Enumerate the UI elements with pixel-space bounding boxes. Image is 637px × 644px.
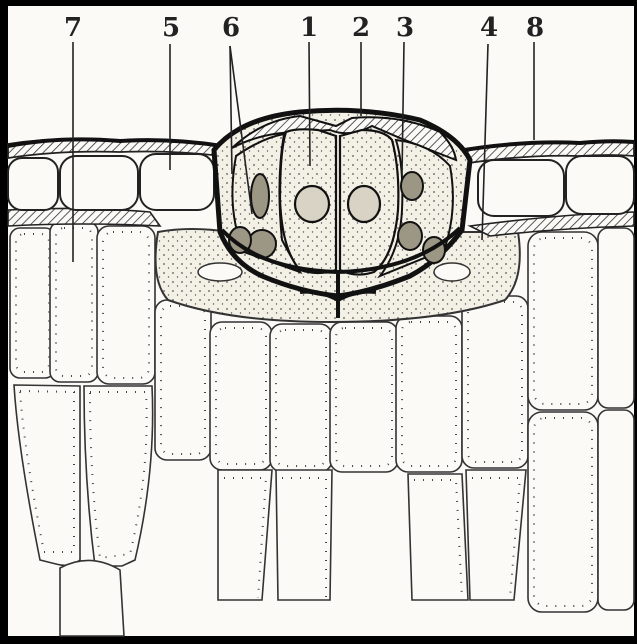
label-8: 8 — [526, 13, 544, 43]
label-7: 7 — [64, 13, 82, 43]
guard-nucleus-right — [348, 186, 380, 222]
label-2: 2 — [352, 13, 370, 43]
label-3: 3 — [396, 13, 414, 43]
label-5: 5 — [162, 13, 180, 43]
label-4: 4 — [480, 13, 498, 43]
guard-nucleus-left — [295, 186, 329, 222]
parenchyma-cells-right — [528, 228, 634, 612]
label-1: 1 — [300, 13, 318, 43]
chloroplast-1 — [251, 174, 269, 218]
chloroplast-4 — [401, 172, 423, 200]
leader-1 — [309, 42, 310, 166]
chloroplast-5 — [398, 222, 422, 250]
label-6: 6 — [222, 13, 240, 43]
chamber-vacuole-left — [198, 263, 242, 281]
chamber-vacuole-right — [434, 263, 470, 281]
